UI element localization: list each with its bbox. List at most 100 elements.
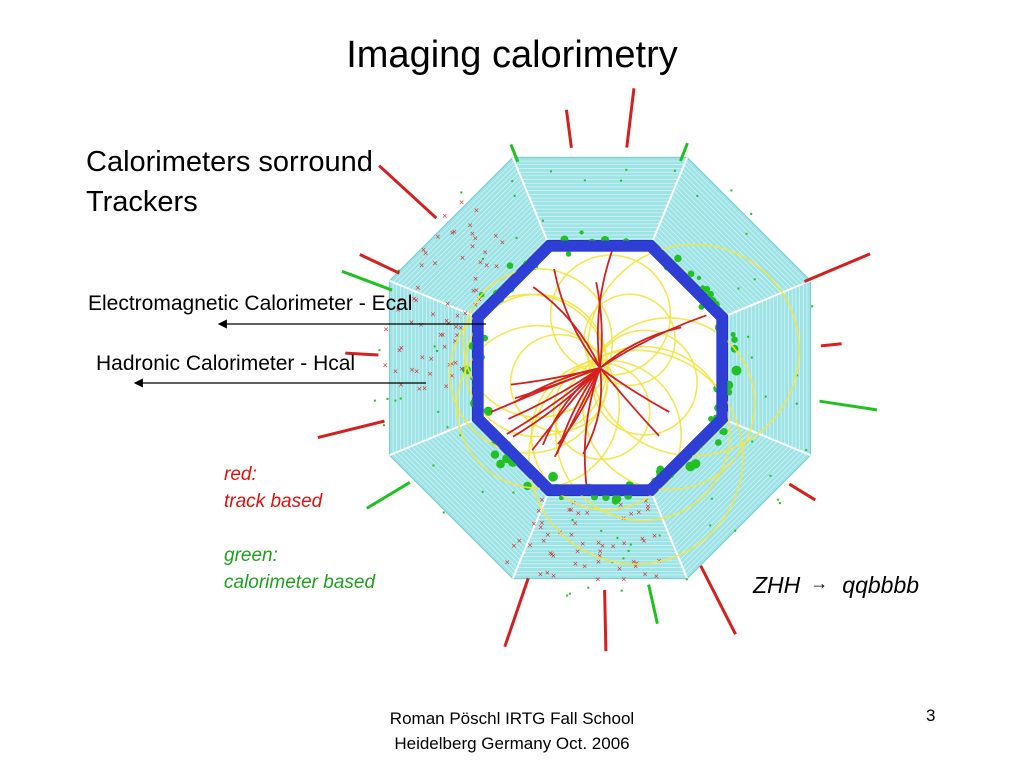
green-hit (811, 305, 814, 308)
intro-text: Calorimeters sorround Trackers (86, 142, 373, 222)
red-hit: × (451, 228, 457, 236)
red-hit: × (409, 366, 415, 374)
red-hit: × (482, 249, 488, 257)
green-hit (566, 594, 569, 597)
red-hit: × (631, 558, 637, 566)
red-hit: × (462, 309, 468, 317)
red-hit: × (527, 542, 533, 550)
red-hit: × (445, 300, 451, 308)
red-hit: × (413, 296, 419, 304)
red-hit: × (550, 552, 556, 560)
red-hit: × (409, 319, 415, 327)
red-hit: × (575, 509, 581, 517)
red-hit: × (459, 199, 465, 207)
red-hit: × (415, 284, 421, 292)
hcal-sector-gap (725, 279, 812, 317)
green-hit (549, 170, 552, 173)
green-hit (512, 491, 515, 494)
red-hit: × (618, 501, 624, 509)
red-hit: × (566, 506, 572, 514)
red-hit: × (516, 537, 522, 545)
process-initial: ZHH (753, 572, 801, 598)
green-cluster (496, 459, 505, 469)
green-hit (745, 232, 748, 235)
red-hit: × (499, 239, 505, 247)
green-hit (446, 426, 449, 429)
red-hit: × (645, 503, 651, 511)
energy-spikes (317, 88, 878, 652)
green-hit (399, 397, 402, 400)
red-hit: × (428, 355, 434, 363)
red-hit: × (536, 507, 542, 515)
green-hit (373, 399, 376, 402)
red-hit: × (418, 321, 424, 329)
red-hit: × (538, 524, 544, 532)
energy-spike (699, 565, 737, 635)
energy-spike (317, 419, 385, 439)
red-hit: × (551, 572, 557, 580)
red-hit: × (414, 368, 420, 376)
green-hit (747, 335, 750, 338)
green-hit (600, 529, 603, 532)
red-hit: × (582, 562, 588, 570)
red-hit: × (531, 520, 537, 528)
green-hit (378, 349, 381, 352)
green-hit (685, 578, 688, 581)
green-hit (511, 180, 514, 183)
green-hit (696, 194, 699, 197)
red-hit: × (421, 246, 427, 254)
green-cluster (611, 494, 622, 504)
green-hit (795, 402, 798, 405)
red-hit: × (636, 508, 642, 516)
red-hit: × (435, 233, 441, 241)
slide-title: Imaging calorimetry (346, 34, 678, 76)
green-hit (616, 536, 619, 539)
red-hit: × (494, 263, 500, 271)
process-label: ZHH→qqbbbb (753, 572, 919, 599)
red-track (596, 249, 614, 369)
red-hit: × (597, 547, 603, 555)
green-hit (541, 219, 544, 222)
green-hit (459, 434, 462, 437)
red-hit: × (596, 558, 602, 566)
red-hit: × (580, 540, 586, 548)
red-track (583, 367, 601, 491)
red-hit: × (392, 367, 398, 375)
process-arrow-icon: → (810, 573, 829, 593)
energy-spike (603, 589, 608, 652)
green-hit (587, 586, 590, 589)
red-hit: × (471, 287, 477, 295)
green-hit (658, 534, 661, 537)
green-hit (750, 212, 753, 215)
red-hit: × (395, 306, 401, 314)
legend-green-desc: calorimeter based (224, 572, 376, 593)
red-hit: × (599, 542, 605, 550)
yellow-track (554, 345, 731, 522)
green-cluster (720, 427, 728, 436)
green-hit (513, 194, 516, 197)
green-hit (730, 189, 733, 192)
red-hit: × (573, 560, 579, 568)
green-hit (796, 374, 799, 377)
red-hit: × (452, 337, 458, 345)
red-hit: × (610, 543, 616, 551)
red-hit: × (511, 542, 517, 550)
red-hit: × (419, 262, 425, 270)
red-hit: × (539, 519, 545, 527)
red-hit: × (470, 230, 476, 238)
red-hit: × (444, 317, 450, 325)
red-hit: × (476, 296, 482, 304)
green-hit (515, 236, 518, 239)
red-hit: × (449, 372, 455, 380)
green-hit (620, 589, 623, 592)
green-hit (436, 350, 439, 353)
red-hit: × (467, 222, 473, 230)
red-hit: × (504, 559, 510, 567)
red-hit: × (595, 576, 601, 584)
green-hit (432, 464, 435, 467)
red-hit: × (568, 506, 574, 514)
energy-spike (359, 253, 400, 275)
green-hit (750, 356, 753, 359)
